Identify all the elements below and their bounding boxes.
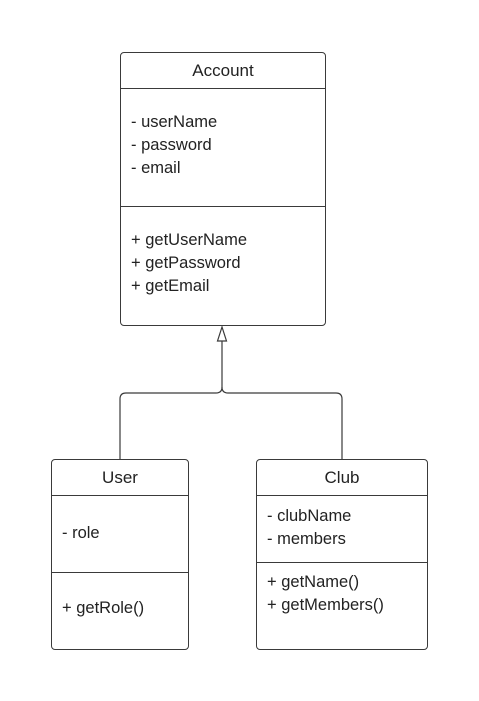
attribute: - userName [131, 113, 218, 131]
attribute: - password [131, 136, 212, 154]
method: + getRole() [62, 599, 145, 617]
attribute: - role [62, 524, 100, 542]
attribute: - clubName [267, 507, 352, 525]
generalization-line-club [221, 386, 343, 459]
method: + getPassword [131, 254, 241, 272]
class-user[interactable]: User - role + getRole() [51, 459, 189, 650]
attribute: - email [131, 159, 181, 177]
class-account-attributes: - userName - password - email [121, 89, 325, 207]
generalization-line-user [119, 341, 223, 459]
class-user-name: User [52, 460, 188, 496]
class-club-attributes: - clubName - members [257, 496, 427, 563]
class-club-name: Club [257, 460, 427, 496]
method: + getName() [267, 573, 360, 591]
class-account[interactable]: Account - userName - password - email + … [120, 52, 326, 326]
class-club[interactable]: Club - clubName - members + getName() + … [256, 459, 428, 650]
class-club-methods: + getName() + getMembers() [257, 563, 427, 649]
method: + getMembers() [267, 596, 384, 614]
class-user-methods: + getRole() [52, 573, 188, 649]
generalization-arrowhead [216, 325, 228, 342]
attribute: - members [267, 530, 346, 548]
class-account-methods: + getUserName + getPassword + getEmail [121, 207, 325, 325]
class-user-attributes: - role [52, 496, 188, 573]
class-account-name: Account [121, 53, 325, 89]
method: + getEmail [131, 277, 210, 295]
method: + getUserName [131, 231, 248, 249]
